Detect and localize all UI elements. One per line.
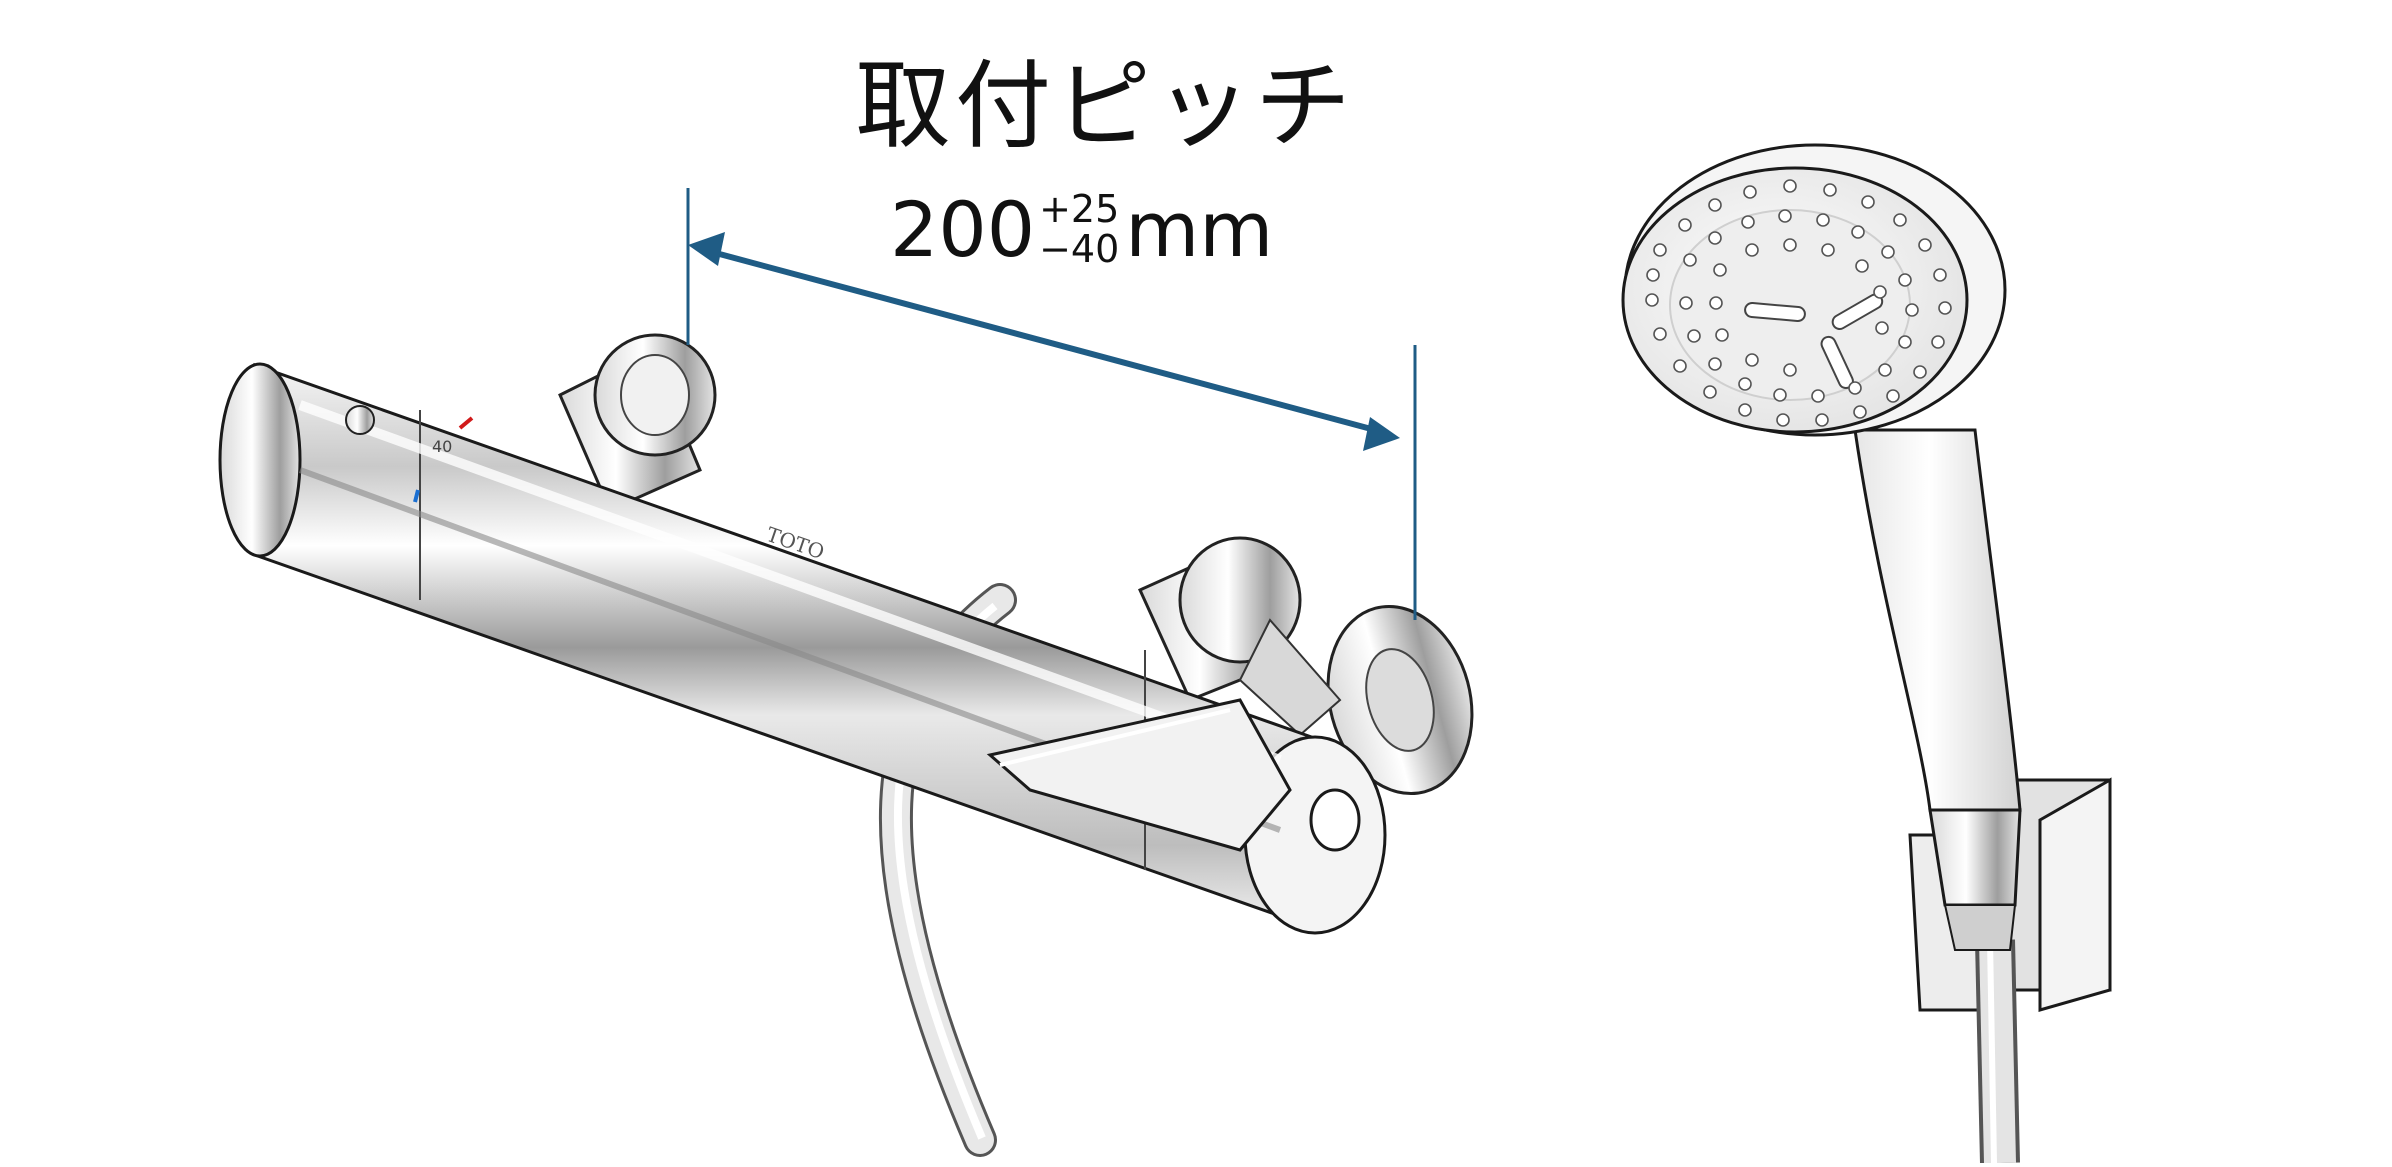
pitch-unit: mm [1125, 184, 1274, 274]
arrowhead-right [1363, 417, 1400, 451]
lock-button[interactable] [345, 405, 375, 435]
temperature-label: 40 [432, 437, 452, 456]
arrowhead-left [688, 232, 725, 266]
spray-nozzles [1645, 179, 1952, 427]
showerhead [1621, 143, 2007, 437]
tolerance: +25−40 [1039, 187, 1120, 271]
lever-handle[interactable] [986, 698, 1292, 852]
pitch-value: 200 [890, 184, 1036, 274]
mounting-pitch-dimension [686, 188, 1417, 620]
tolerance-minus: −40 [1039, 226, 1120, 271]
wall-connector-right [1138, 536, 1474, 796]
temperature-marks: 40 [345, 405, 474, 503]
dimension-arrow-line [711, 249, 1376, 433]
mounting-pitch-title: 取付ピッチ [855, 50, 1355, 162]
handshower[interactable] [1853, 428, 2022, 951]
spray-slot [1744, 301, 1806, 323]
tolerance-plus: +25 [1039, 187, 1120, 231]
cold-mark [413, 489, 420, 503]
hot-mark [458, 416, 474, 430]
wall-connector-left [558, 333, 717, 512]
